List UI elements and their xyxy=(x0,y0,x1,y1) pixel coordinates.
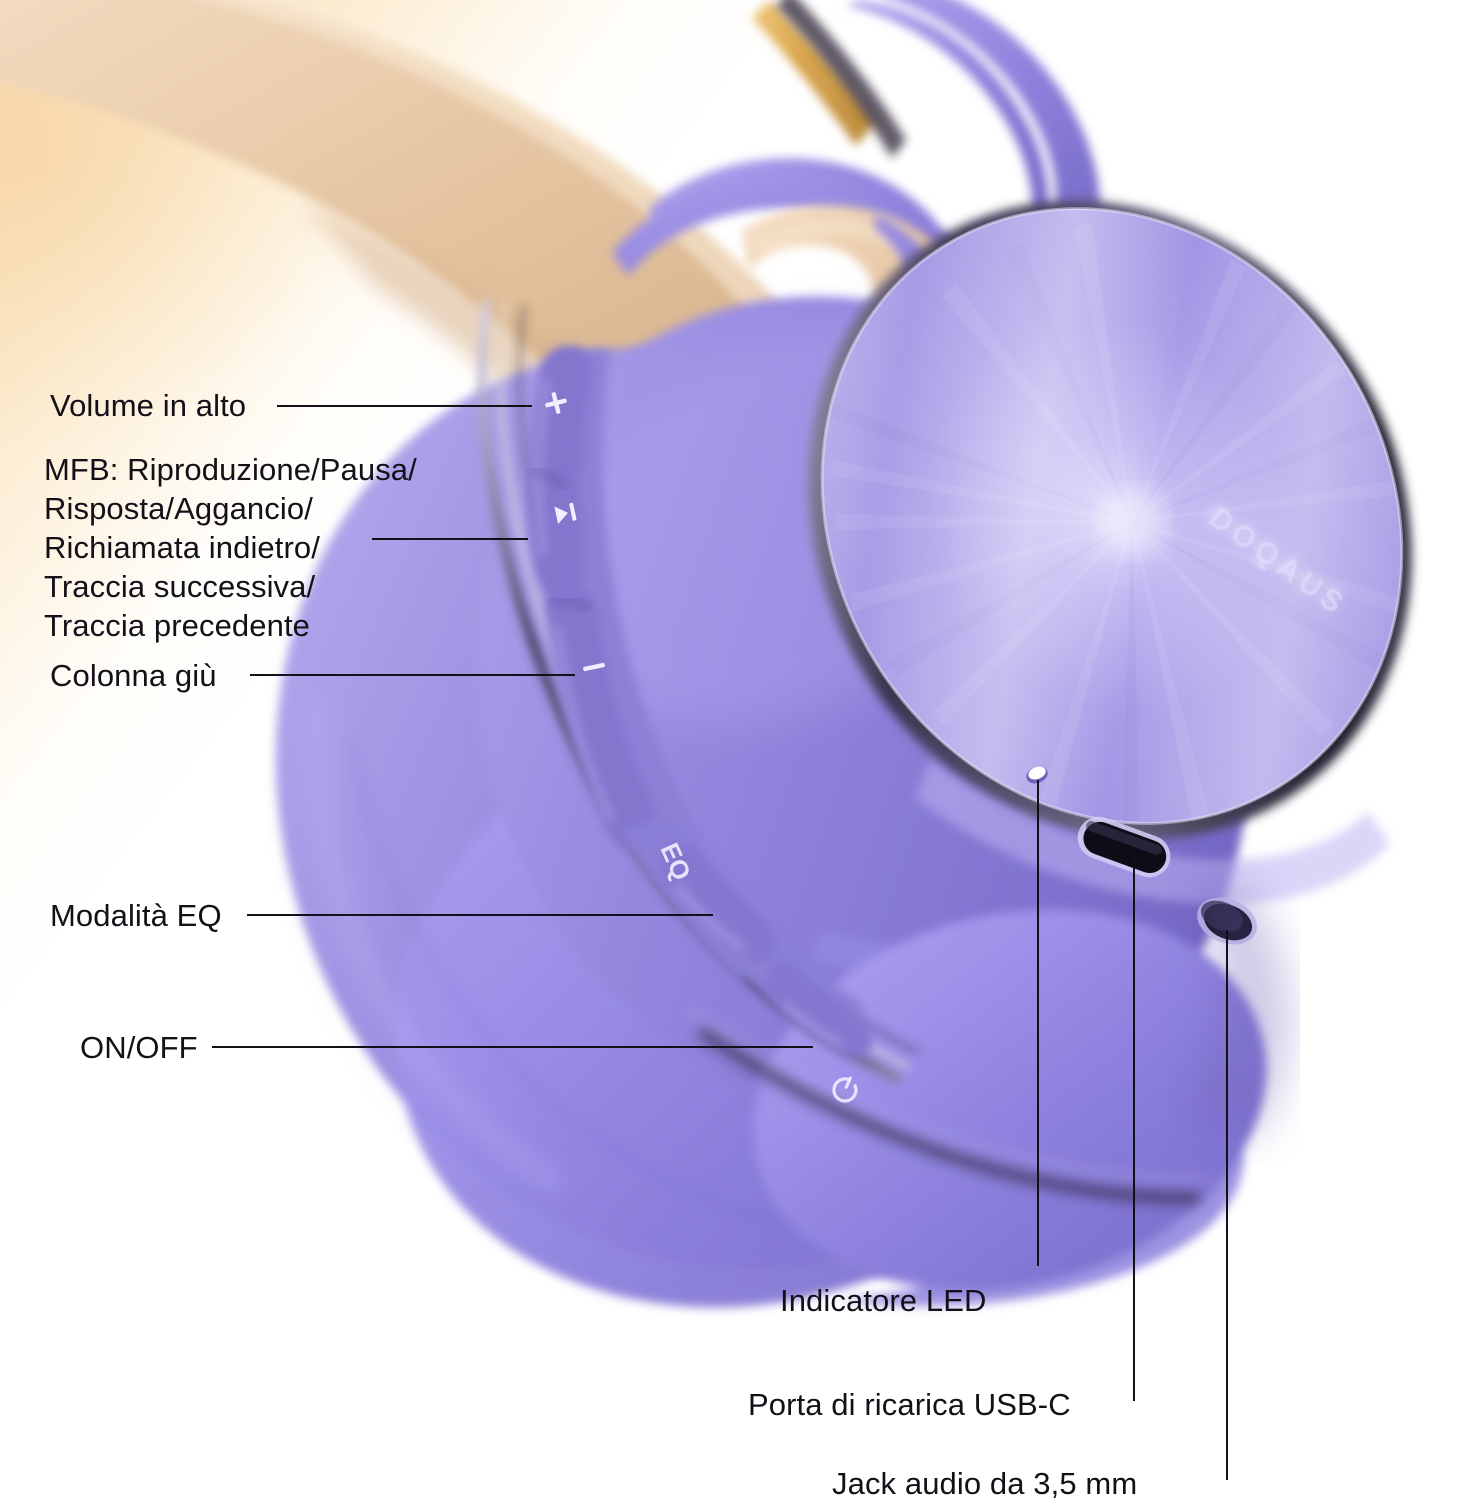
rail-notches xyxy=(529,468,592,612)
leader-led xyxy=(1037,780,1039,1266)
power-button xyxy=(765,960,874,1059)
eq-button xyxy=(660,841,777,963)
label-usb-c-port: Porta di ricarica USB-C xyxy=(748,1387,1071,1422)
leader-volume-up xyxy=(277,405,532,407)
label-led-indicator: Indicatore LED xyxy=(780,1283,987,1318)
usb-c-port xyxy=(1077,816,1171,878)
leader-power xyxy=(212,1046,813,1048)
label-audio-jack: Jack audio da 3,5 mm xyxy=(832,1466,1138,1500)
power-icon xyxy=(832,1076,858,1103)
label-power: ON/OFF xyxy=(80,1030,198,1065)
label-volume-down: Colonna giù xyxy=(50,658,217,693)
earcup-right-shadow xyxy=(1180,880,1289,1140)
headband-gold-accent xyxy=(752,0,906,158)
cap-shoulder xyxy=(916,760,1390,905)
leader-eq-mode xyxy=(247,914,713,916)
play-pause-icon xyxy=(554,502,577,525)
label-eq-mode: Modalità EQ xyxy=(50,898,222,933)
volume-up-icon xyxy=(545,392,567,414)
leader-usb-c xyxy=(1133,855,1135,1401)
metal-cap xyxy=(808,200,1432,840)
led-indicator xyxy=(1026,766,1048,784)
label-volume-up: Volume in alto xyxy=(50,388,247,423)
mfb-button xyxy=(546,585,656,851)
volume-down-icon xyxy=(583,662,605,672)
hinge-yoke xyxy=(612,158,997,358)
earcup-lower-skirt xyxy=(688,909,1267,1307)
leader-volume-down xyxy=(250,674,575,676)
label-mfb: MFB: Riproduzione/Pausa/ Risposta/Agganc… xyxy=(44,452,417,643)
leader-jack xyxy=(1226,930,1228,1480)
volume-up-button xyxy=(529,346,592,599)
